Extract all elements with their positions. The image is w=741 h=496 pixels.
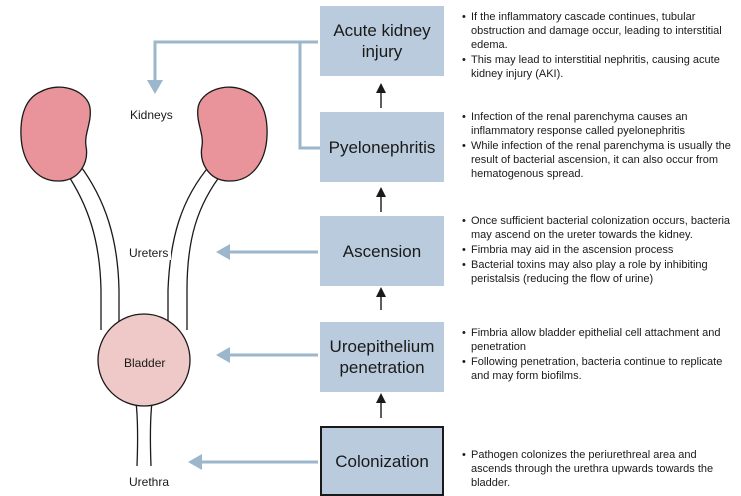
stage-box-colonization: Colonization <box>320 426 444 496</box>
stage-title: Ascension <box>343 242 421 261</box>
stage-title: injury <box>362 42 403 61</box>
note-item: Bacterial toxins may also play a role by… <box>462 258 736 286</box>
notes-uroepithelium-penetration: Fimbria allow bladder epithelial cell at… <box>462 326 736 383</box>
note-item: Infection of the renal parenchyma causes… <box>462 110 736 138</box>
stage-title: Uroepithelium <box>330 337 435 356</box>
stage-box-acute-kidney-injury: Acute kidney injury <box>320 6 444 76</box>
notes-pyelonephritis: Infection of the renal parenchyma causes… <box>462 110 736 181</box>
urethra <box>136 402 152 466</box>
stage-box-uroepithelium-penetration: Uroepithelium penetration <box>320 322 444 392</box>
bladder-label: Bladder <box>121 356 168 370</box>
urethra-label: Urethra <box>126 475 172 489</box>
notes-acute-kidney-injury: If the inflammatory cascade continues, t… <box>462 10 736 81</box>
stage-box-pyelonephritis: Pyelonephritis <box>320 112 444 182</box>
note-item: Fimbria allow bladder epithelial cell at… <box>462 326 736 354</box>
note-item: Once sufficient bacterial colonization o… <box>462 214 736 242</box>
right-kidney <box>198 87 267 181</box>
stage-title: Acute kidney <box>333 21 430 40</box>
notes-ascension: Once sufficient bacterial colonization o… <box>462 214 736 286</box>
note-item: Pathogen colonizes the periurethreal are… <box>462 448 736 490</box>
stage-title: penetration <box>339 358 424 377</box>
left-kidney <box>21 87 90 181</box>
note-item: If the inflammatory cascade continues, t… <box>462 10 736 52</box>
notes-colonization: Pathogen colonizes the periurethreal are… <box>462 448 736 490</box>
kidneys-label: Kidneys <box>127 108 176 122</box>
stage-title: Colonization <box>335 452 429 471</box>
note-item: Fimbria may aid in the ascension process <box>462 243 736 257</box>
note-item: This may lead to interstitial nephritis,… <box>462 53 736 81</box>
note-item: Following penetration, bacteria continue… <box>462 355 736 383</box>
note-item: While infection of the renal parenchyma … <box>462 139 736 181</box>
stage-title: Pyelonephritis <box>329 138 436 157</box>
stage-box-ascension: Ascension <box>320 216 444 286</box>
ureters-label: Ureters <box>126 246 171 260</box>
